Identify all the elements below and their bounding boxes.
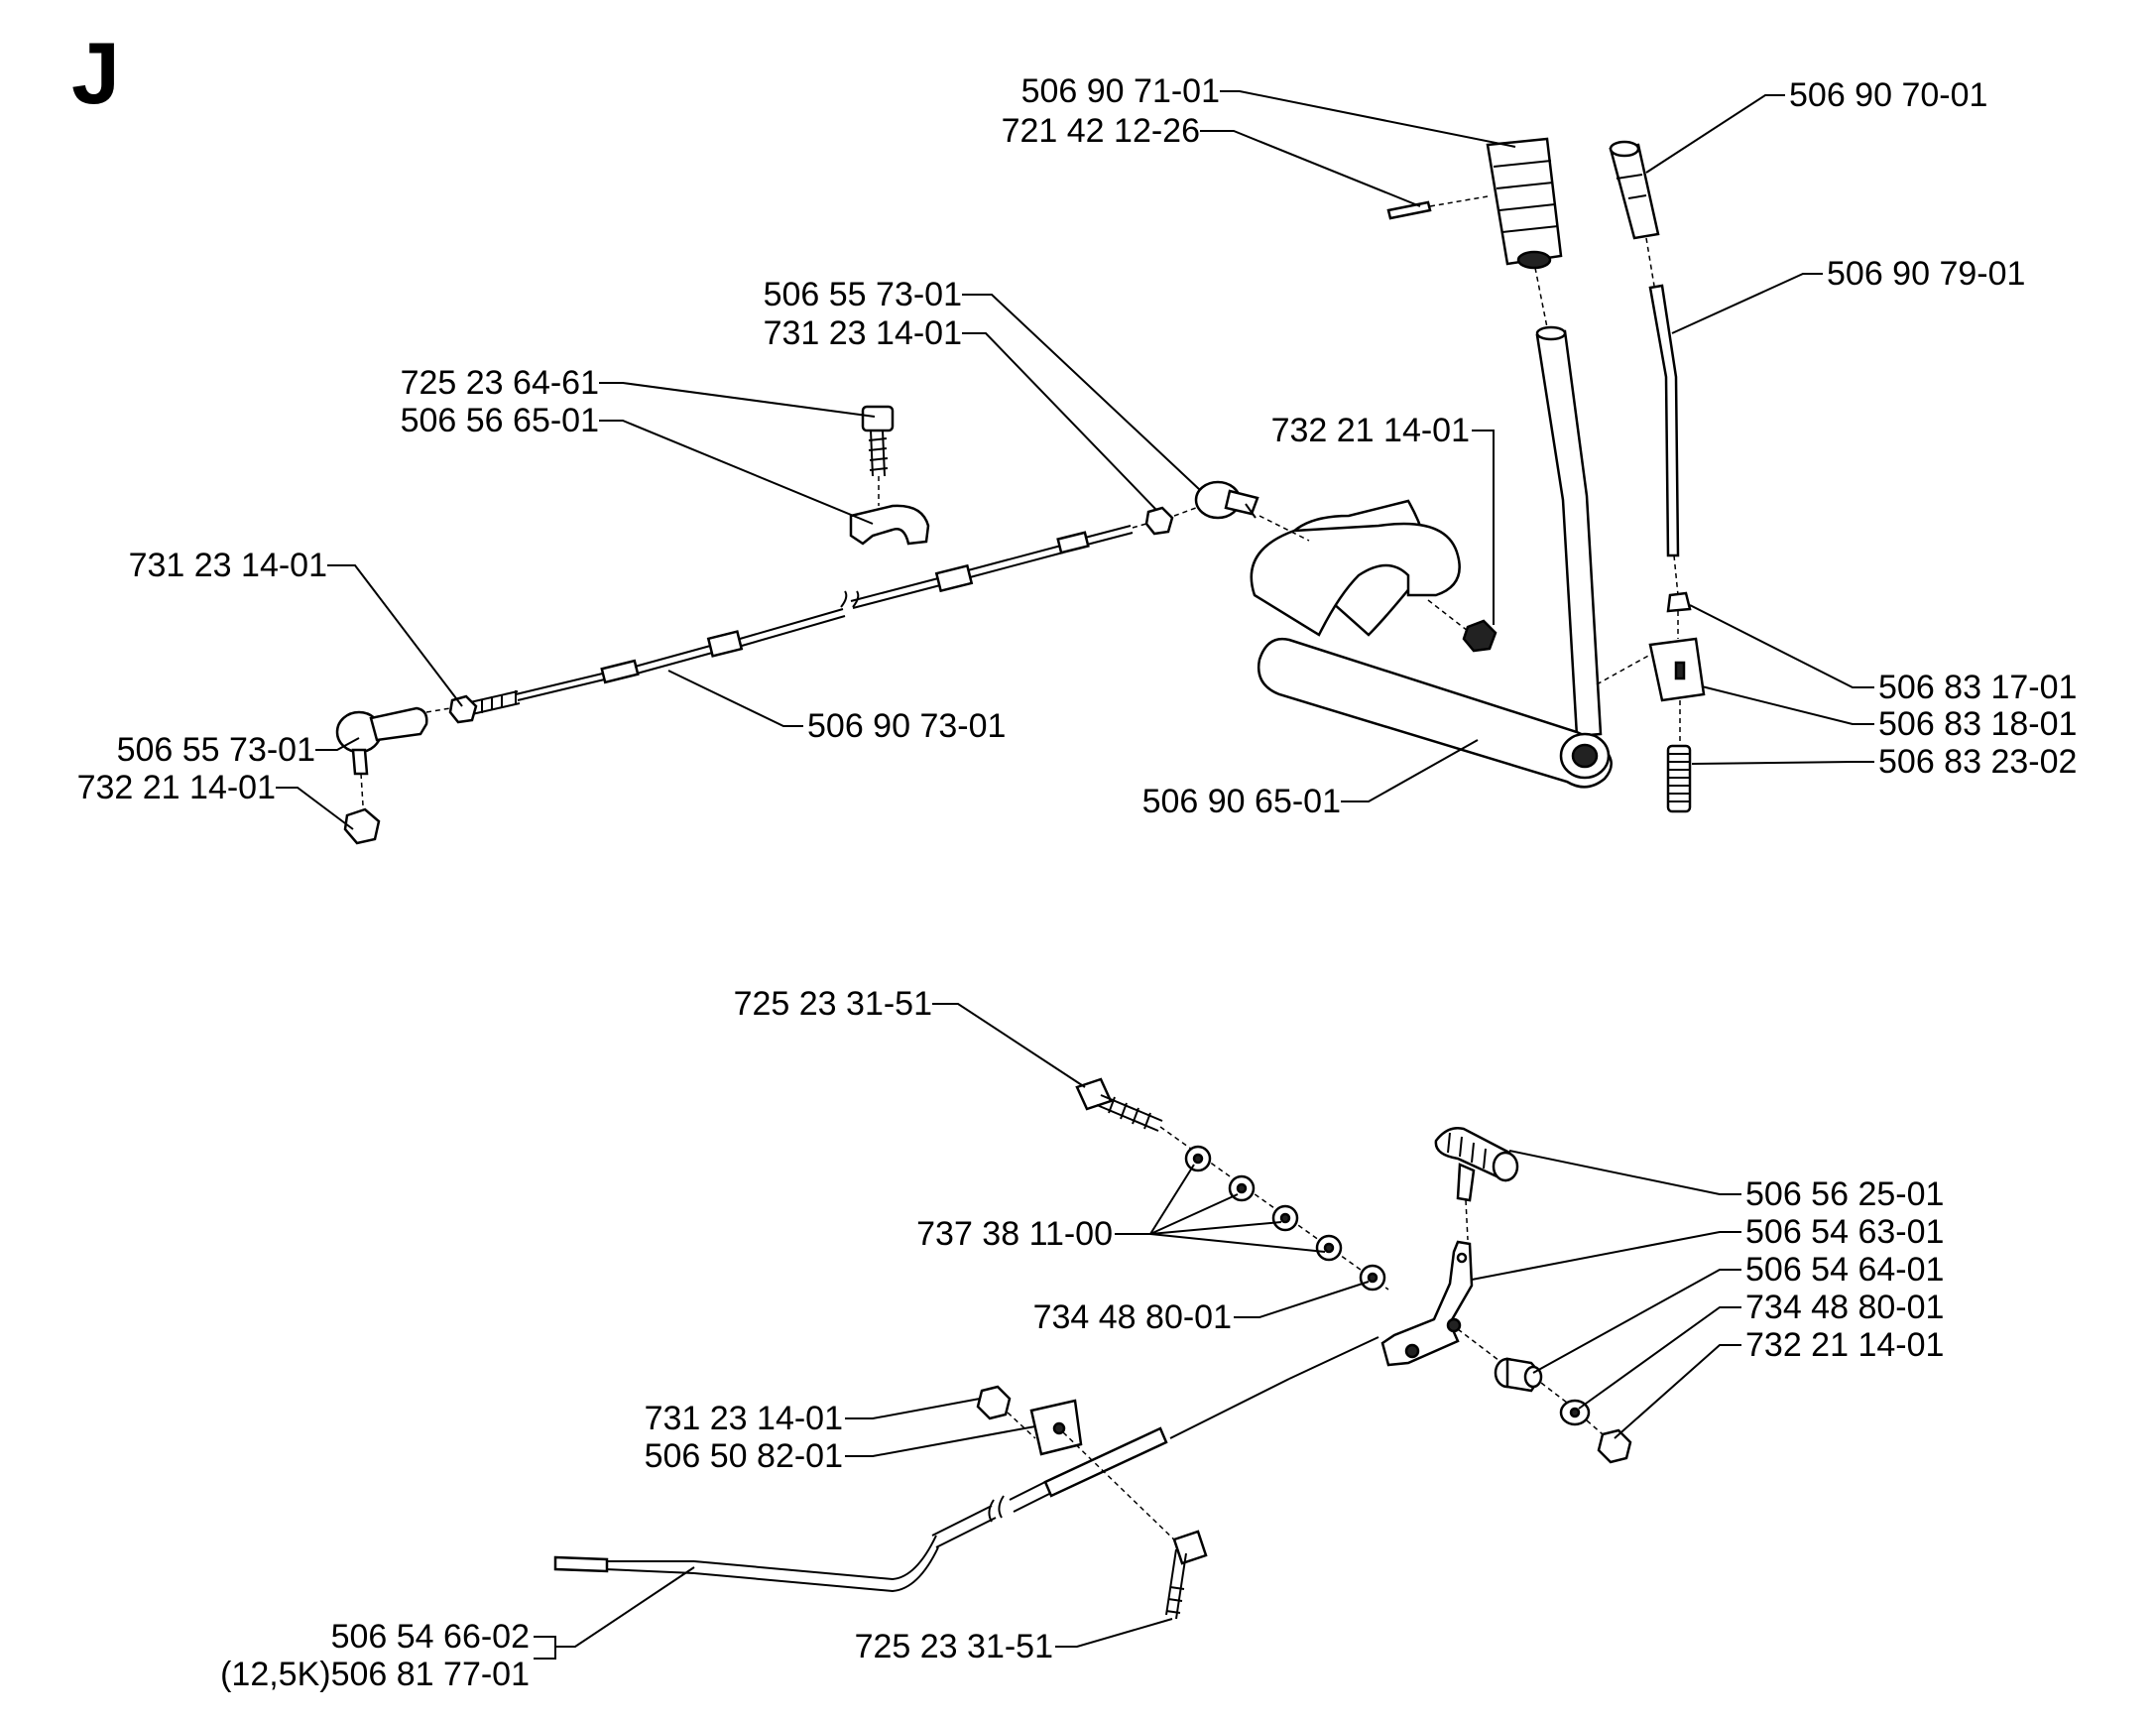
rod-cap-part <box>1666 591 1692 613</box>
part-label: 506 90 70-01 <box>1789 76 1988 114</box>
control-cable-part <box>515 525 1134 701</box>
part-label: 506 56 25-01 <box>1745 1175 1945 1213</box>
part-label: 506 50 82-01 <box>644 1437 843 1475</box>
washer-set-part <box>1184 1145 1343 1262</box>
link-rod-part <box>553 1336 1379 1593</box>
shift-rod-part <box>1648 284 1680 557</box>
part-label: 731 23 14-01 <box>763 314 962 352</box>
part-label: 725 23 31-51 <box>854 1628 1053 1665</box>
part-label: 506 55 73-01 <box>116 731 315 769</box>
main-lever-part <box>1535 325 1603 738</box>
part-label: 506 56 65-01 <box>400 402 599 439</box>
part-label: 506 83 23-02 <box>1878 743 2078 781</box>
pedal-knob-part <box>1434 1127 1519 1202</box>
part-label: 734 48 80-01 <box>1745 1289 1945 1326</box>
part-label: 721 42 12-26 <box>1001 112 1200 150</box>
ball-joint-left-part <box>335 706 428 776</box>
rod-knob-part <box>1609 140 1660 240</box>
ball-joint-right-part <box>1194 480 1259 520</box>
bracket-nut-part <box>1462 619 1497 653</box>
part-label: 506 90 73-01 <box>807 707 1007 745</box>
section-letter: J <box>71 24 120 122</box>
pivot-bolt-part <box>1075 1077 1163 1132</box>
part-label: 732 21 14-01 <box>1270 412 1470 449</box>
ball-joint-nut-part <box>343 807 381 845</box>
hex-nut-right-part <box>1144 506 1174 536</box>
part-label: 506 54 66-02 <box>330 1618 530 1656</box>
part-label: 731 23 14-01 <box>128 547 327 584</box>
cable-thread-left <box>469 690 521 715</box>
pedal-lever-part <box>1380 1240 1474 1367</box>
roll-pin-part <box>1386 200 1432 220</box>
part-label: 506 83 18-01 <box>1878 705 2078 743</box>
cable-clamp-part <box>849 504 930 546</box>
washer-part <box>1359 1264 1386 1292</box>
part-label: 725 23 64-61 <box>400 364 599 402</box>
part-label: (12,5K)506 81 77-01 <box>220 1656 530 1693</box>
part-label: 734 48 80-01 <box>1032 1298 1232 1336</box>
bushing-part <box>1494 1357 1543 1393</box>
part-label: 732 21 14-01 <box>76 769 276 806</box>
mount-nut-part <box>976 1385 1012 1420</box>
part-label: 725 23 31-51 <box>733 985 932 1023</box>
handle-grip-part <box>1486 137 1563 270</box>
latch-slot <box>1674 661 1686 680</box>
spring-part <box>1666 744 1692 813</box>
mount-bolt-part <box>1165 1530 1208 1620</box>
part-label: 506 54 64-01 <box>1745 1251 1945 1289</box>
part-label: 731 23 14-01 <box>644 1400 843 1437</box>
part-label: 506 90 71-01 <box>1020 72 1220 110</box>
shift-tube-part <box>1250 499 1613 789</box>
clamp-bolt-part <box>861 405 895 477</box>
part-label: 506 83 17-01 <box>1878 669 2078 706</box>
part-label: 506 90 65-01 <box>1141 783 1341 820</box>
hex-nut-left-part <box>448 694 478 724</box>
leader-lines <box>276 90 1874 1660</box>
part-label: 737 38 11-00 <box>916 1215 1113 1253</box>
part-label: 506 54 63-01 <box>1745 1213 1945 1251</box>
part-label: 506 90 79-01 <box>1827 255 2026 293</box>
part-label: 506 55 73-01 <box>763 276 962 313</box>
bushing-nut-part <box>1597 1428 1632 1464</box>
part-label: 732 21 14-01 <box>1745 1326 1945 1364</box>
